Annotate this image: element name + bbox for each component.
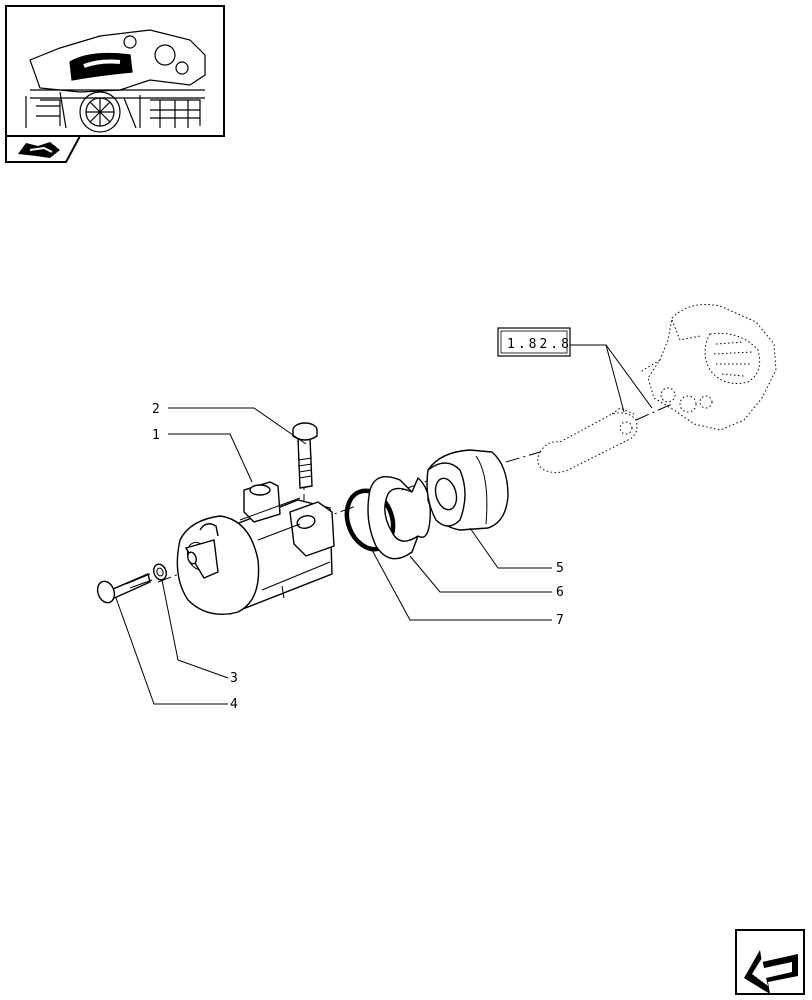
washer-part-3: [153, 563, 167, 581]
piston-part-5: [426, 449, 509, 531]
callout-5: 5: [556, 561, 564, 576]
callout-2: 2: [152, 402, 160, 417]
cylinder-part-1: [176, 481, 335, 615]
reference-box[interactable]: 1.82.8: [497, 327, 572, 357]
connecting-rod: [537, 407, 638, 474]
lift-arm: [639, 304, 777, 431]
callout-6: 6: [556, 585, 564, 600]
callout-4: 4: [230, 697, 238, 712]
book-icon[interactable]: [5, 135, 82, 163]
callout-7: 7: [556, 613, 564, 628]
bolt-part-4: [96, 573, 153, 604]
bolt-part-2: [292, 422, 318, 489]
callout-3: 3: [230, 671, 238, 686]
reference-box-label: 1.82.8: [507, 337, 572, 352]
navigation-arrow-icon[interactable]: [735, 929, 805, 995]
callout-1: 1: [152, 428, 160, 443]
backup-ring-part-6: [367, 476, 431, 560]
assembly-thumbnail-icon[interactable]: [5, 5, 225, 137]
